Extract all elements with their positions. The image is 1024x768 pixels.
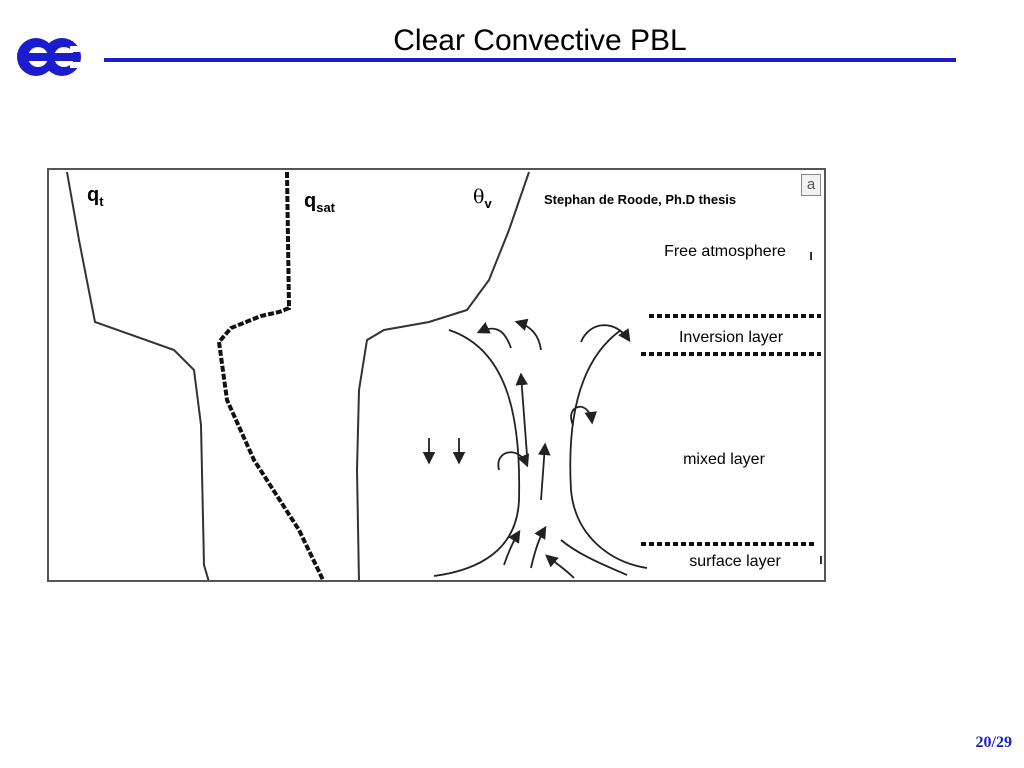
inversion-layer-label: Inversion layer xyxy=(678,329,784,346)
title-underline xyxy=(104,58,956,62)
top-right-arrow xyxy=(580,324,631,343)
page-number: 20/29 xyxy=(975,734,1012,751)
top-left-arrow xyxy=(476,322,512,349)
surface-layer-label: surface layer xyxy=(689,553,781,570)
figure-credit: Stephan de Roode, Ph.D thesis xyxy=(544,192,737,207)
center-curl-arrow xyxy=(497,451,530,471)
qt-label: qt xyxy=(87,184,104,209)
corner-a-icon: a xyxy=(801,174,821,196)
thetav-label: θv xyxy=(473,186,492,211)
qt-profile-line xyxy=(66,171,210,580)
bottom-right-curve xyxy=(560,539,628,576)
right-updraft-curve xyxy=(569,329,648,569)
center-up-arrow-2 xyxy=(537,442,551,501)
qsat-label: qsat xyxy=(304,190,336,215)
free-atmosphere-label: Free atmosphere xyxy=(664,243,786,260)
bottom-center-arrow xyxy=(530,525,547,569)
left-updraft-curve xyxy=(433,329,521,577)
pbl-profile-drawing xyxy=(66,171,822,580)
qsat-profile-line xyxy=(216,171,326,580)
center-up-arrow-1 xyxy=(515,372,529,456)
pbl-profile-figure: qt qsat θv Stephan de Roode, Ph.D thesis… xyxy=(47,168,826,582)
ecmwf-logo-icon xyxy=(17,38,84,76)
top-center-arrow xyxy=(514,318,542,351)
bottom-right-arrow xyxy=(545,554,575,579)
slide-title: Clear Convective PBL xyxy=(0,24,1024,58)
right-curl-arrow xyxy=(570,405,597,426)
thetav-profile-line xyxy=(355,171,530,580)
mixed-layer-label: mixed layer xyxy=(683,451,765,468)
bottom-left-arrow xyxy=(503,529,521,566)
